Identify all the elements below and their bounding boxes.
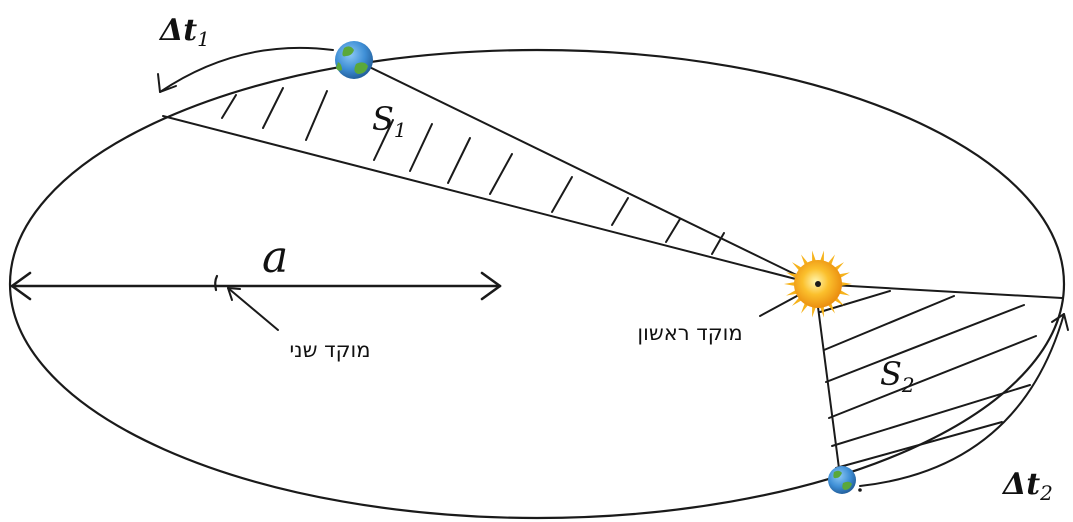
sun-ray bbox=[812, 250, 817, 263]
s1-label: S1 bbox=[372, 100, 407, 142]
sun-ray bbox=[839, 281, 852, 287]
s2-label: S2 bbox=[880, 355, 915, 397]
sector-s2-hatching bbox=[819, 290, 1037, 469]
sun-ray bbox=[812, 305, 817, 318]
orbit-ellipse bbox=[8, 48, 1066, 520]
first-focus-label: מוקד ראשון bbox=[637, 321, 742, 345]
earth-icon bbox=[335, 41, 373, 79]
earth-icon bbox=[828, 466, 856, 494]
delta-t2-label: Δt2 bbox=[1001, 467, 1053, 505]
sun-ray bbox=[784, 281, 797, 287]
sector-s2 bbox=[814, 283, 1063, 477]
delta-t2-symbol: Δt bbox=[1001, 467, 1040, 502]
sun-ray bbox=[819, 305, 824, 318]
semi-major-axis-label: a bbox=[262, 232, 288, 283]
delta-t1-label: Δt1 bbox=[158, 13, 210, 51]
s1-subscript: 1 bbox=[394, 118, 407, 142]
sector-s1-hatching bbox=[221, 87, 725, 255]
delta-t1-symbol: Δt bbox=[158, 13, 197, 48]
sun-ray bbox=[819, 250, 824, 263]
delta-t1-subscript: 1 bbox=[197, 27, 210, 51]
second-focus-marker bbox=[214, 274, 279, 331]
delta-t2-arrow bbox=[859, 313, 1069, 487]
sector-s1 bbox=[162, 59, 816, 285]
second-focus-label: מוקד שני bbox=[289, 338, 370, 362]
s2-subscript: 2 bbox=[901, 373, 915, 397]
sun-icon bbox=[784, 250, 852, 318]
s1-symbol: S bbox=[372, 100, 394, 138]
delta-t2-subscript: 2 bbox=[1039, 481, 1053, 505]
s2-symbol: S bbox=[880, 355, 902, 393]
earth-marker-dot bbox=[858, 488, 862, 492]
delta-t1-arrow bbox=[157, 46, 334, 93]
semi-major-axis-arrow bbox=[10, 271, 502, 301]
